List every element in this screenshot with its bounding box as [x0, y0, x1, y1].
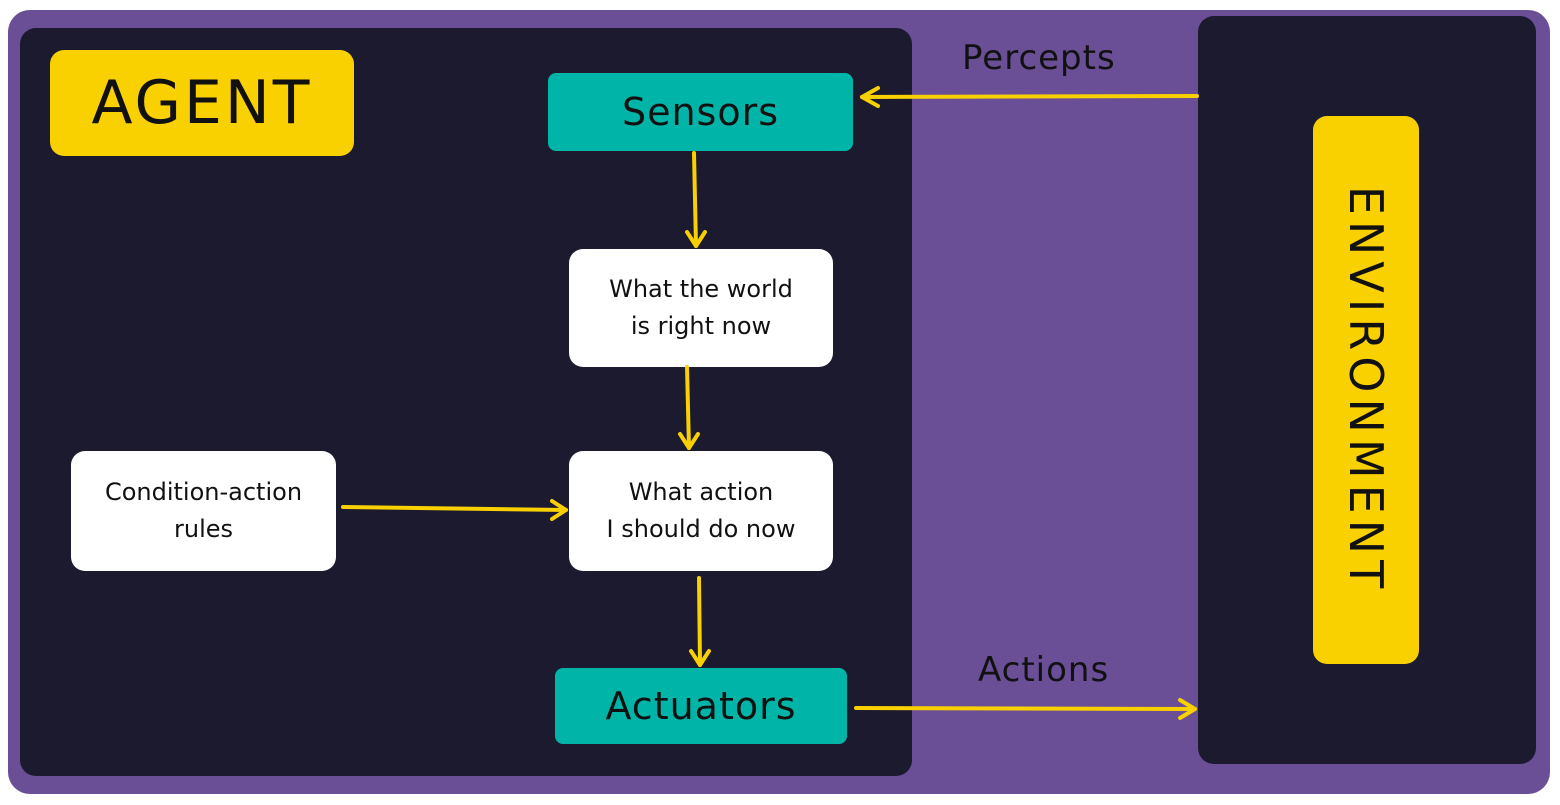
environment-label-text: ENVIRONMENT: [1339, 185, 1394, 595]
rules-line-2: rules: [173, 515, 233, 543]
environment-label: ENVIRONMENT: [1313, 116, 1419, 664]
actuators-node: Actuators: [555, 668, 847, 744]
agent-label-text: AGENT: [91, 68, 313, 138]
agent-label: AGENT: [50, 50, 354, 156]
sensors-node-text: Sensors: [621, 90, 780, 134]
action-choice-node: What action I should do now: [569, 451, 833, 571]
actions-label: Actions: [978, 650, 1110, 690]
action-choice-line-2: I should do now: [606, 515, 796, 543]
condition-action-rules-node: Condition-action rules: [71, 451, 336, 571]
world-state-line-2: is right now: [630, 312, 772, 340]
rules-line-1: Condition-action: [104, 478, 303, 506]
percepts-label: Percepts: [962, 38, 1116, 78]
actuators-node-text: Actuators: [605, 684, 797, 728]
action-choice-line-1: What action: [628, 478, 774, 506]
world-state-node: What the world is right now: [569, 249, 833, 367]
sensors-node: Sensors: [548, 73, 853, 151]
world-state-line-1: What the world: [609, 275, 793, 303]
